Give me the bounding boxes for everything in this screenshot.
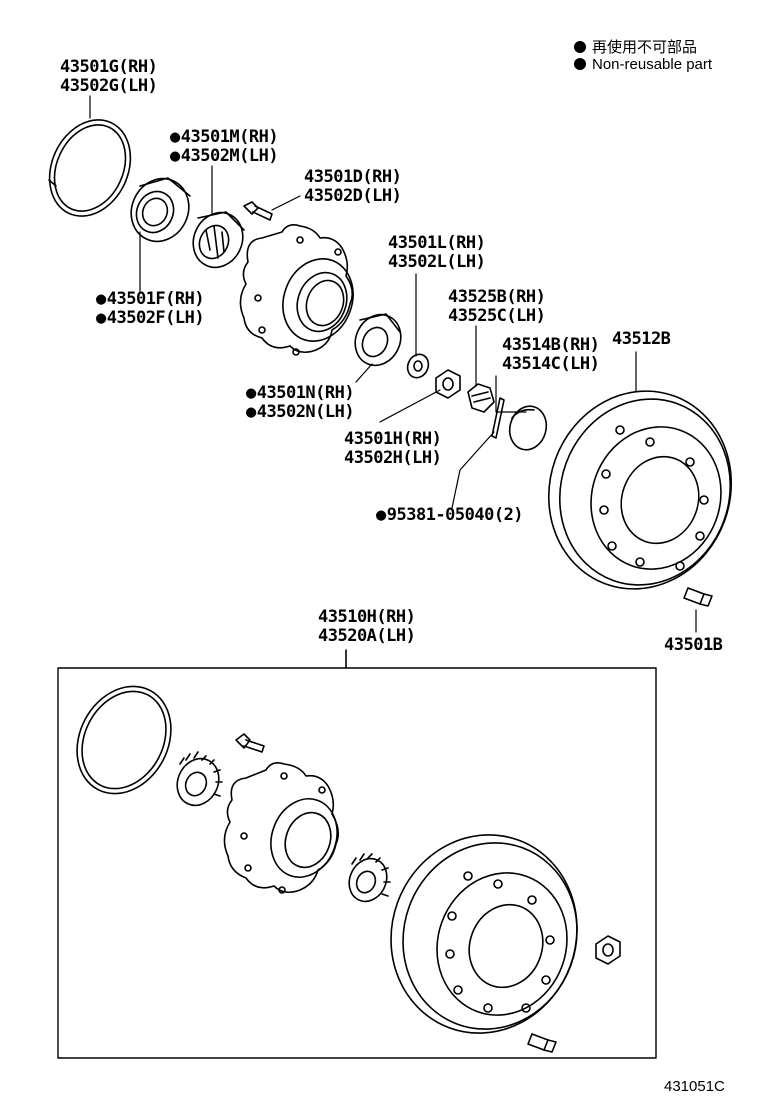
label-grease-cap-rh: 43514B(RH) — [502, 335, 600, 355]
label-nut-lh: 43502H(LH) — [344, 448, 442, 468]
hub-bolt-illustration — [243, 201, 273, 221]
label-hub-assembly-lh: 43520A(LH) — [318, 626, 416, 646]
label-outer-bearing-rh: 43501M(RH) — [170, 128, 279, 147]
cotter-pin-illustration — [491, 397, 505, 439]
label-drum-screw: 43501B — [664, 635, 723, 655]
label-snap-ring-lh: 43502G(LH) — [60, 76, 158, 96]
lower-snap-ring-illustration — [76, 685, 172, 795]
legend-english: Non-reusable part — [574, 56, 712, 73]
grease-cap-illustration — [508, 405, 548, 451]
lower-inner-bearing-illustration — [348, 853, 391, 903]
label-drum: 43512B — [612, 329, 671, 349]
drum-screw-illustration — [683, 587, 713, 607]
outer-bearing-illustration — [192, 211, 245, 269]
label-nut-rh: 43501H(RH) — [344, 429, 442, 449]
lower-drum-screw-illustration — [527, 1033, 557, 1053]
lower-outer-bearing-illustration — [176, 751, 223, 807]
label-cotter-pin: 95381-05040(2) — [376, 506, 524, 525]
washer-illustration — [406, 353, 430, 379]
label-oil-seal-rh: 43501F(RH) — [96, 290, 205, 309]
legend-japanese: 再使用不可部品 — [574, 36, 697, 57]
label-inner-bearing-rh: 43501N(RH) — [246, 384, 355, 403]
label-grease-cap-lh: 43514C(LH) — [502, 354, 600, 374]
leader-lines-upper — [89, 95, 697, 633]
legend-english-text: Non-reusable part — [592, 56, 713, 73]
lower-hub-illustration — [223, 762, 340, 894]
figure-number: 431051C — [664, 1078, 725, 1095]
label-hub-bolt-rh: 43501D(RH) — [304, 167, 402, 187]
label-snap-ring-rh: 43501G(RH) — [60, 57, 158, 77]
lower-brake-drum-illustration — [390, 834, 578, 1034]
label-hub-assembly-rh: 43510H(RH) — [318, 607, 416, 627]
label-washer-lh: 43502L(LH) — [388, 252, 486, 272]
lower-nut-illustration — [595, 935, 621, 965]
inner-bearing-illustration — [354, 313, 402, 367]
label-oil-seal-lh: 43502F(LH) — [96, 309, 205, 328]
label-lock-cap-lh: 43525C(LH) — [448, 306, 546, 326]
label-washer-rh: 43501L(RH) — [388, 233, 486, 253]
assembly-box — [57, 649, 657, 1059]
legend-japanese-text: 再使用不可部品 — [592, 39, 698, 56]
non-reusable-dot-icon — [574, 41, 586, 53]
nut-illustration — [435, 369, 461, 399]
non-reusable-dot-icon — [574, 58, 586, 70]
lock-cap-illustration — [467, 383, 495, 413]
label-lock-cap-rh: 43525B(RH) — [448, 287, 546, 307]
brake-drum-illustration — [547, 390, 733, 590]
snap-ring-illustration — [48, 119, 132, 217]
label-hub-bolt-lh: 43502D(LH) — [304, 186, 402, 206]
oil-seal-illustration — [130, 177, 191, 243]
lower-hub-bolt-illustration — [235, 733, 265, 753]
label-inner-bearing-lh: 43502N(LH) — [246, 403, 355, 422]
label-outer-bearing-lh: 43502M(LH) — [170, 147, 279, 166]
hub-illustration — [239, 224, 354, 356]
